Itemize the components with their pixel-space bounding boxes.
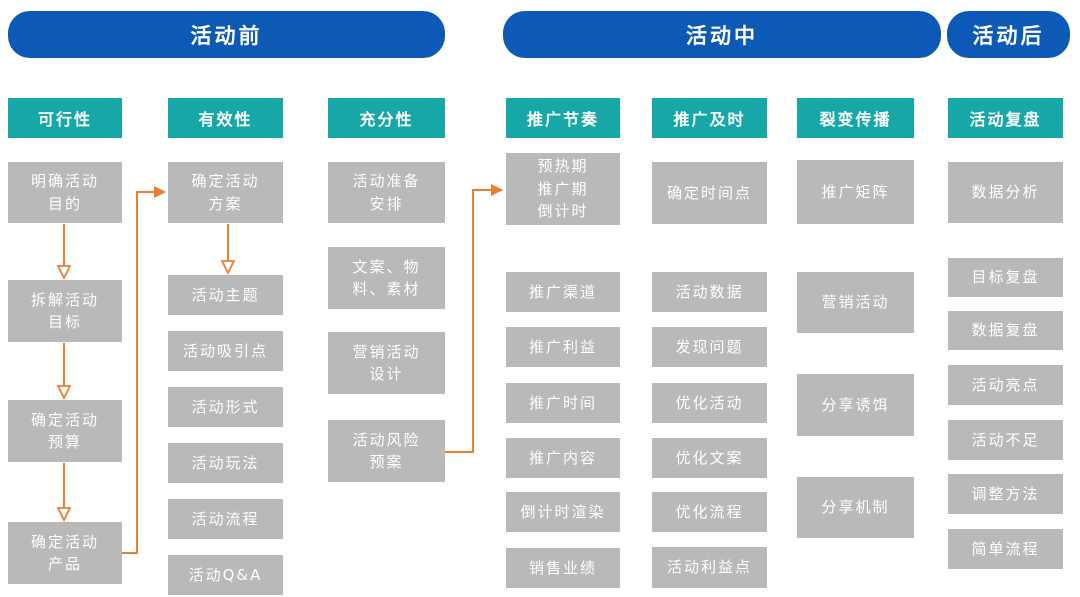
phase-header-during: 活动中 — [503, 11, 941, 58]
node-promotion-phases: 预热期 推广期 倒计时 — [506, 153, 620, 225]
node-data-analysis: 数据分析 — [948, 162, 1063, 223]
node-activity-gameplay: 活动玩法 — [168, 443, 283, 483]
node-set-activity-budget: 确定活动 预算 — [8, 400, 122, 462]
node-promotion-matrix: 推广矩阵 — [797, 160, 914, 224]
node-sales-performance: 销售业绩 — [506, 548, 620, 588]
connector-products-to-plan — [122, 186, 166, 554]
node-clarify-activity-purpose: 明确活动 目的 — [8, 162, 122, 223]
node-simple-process: 简单流程 — [948, 529, 1063, 569]
node-activity-process: 活动流程 — [168, 499, 283, 539]
category-effectiveness: 有效性 — [168, 98, 283, 138]
phase-header-before: 活动前 — [8, 11, 445, 58]
node-adjustment-methods: 调整方法 — [948, 474, 1063, 514]
node-activity-attraction: 活动吸引点 — [168, 331, 283, 371]
node-countdown-rendering: 倒计时渲染 — [506, 492, 620, 532]
node-activity-risk-plan: 活动风险 预案 — [328, 420, 445, 482]
node-copy-materials: 文案、物 料、素材 — [328, 247, 445, 309]
node-find-problems: 发现问题 — [652, 327, 767, 367]
node-share-bait: 分享诱饵 — [797, 374, 914, 436]
node-break-down-activity-goals: 拆解活动 目标 — [8, 280, 122, 342]
node-activity-preparation: 活动准备 安排 — [328, 162, 445, 223]
node-optimize-copy: 优化文案 — [652, 438, 767, 478]
node-promotion-timing: 推广时间 — [506, 383, 620, 423]
category-promotion-rhythm: 推广节奏 — [506, 98, 620, 138]
category-sufficiency: 充分性 — [328, 98, 445, 138]
node-select-activity-products: 确定活动 产品 — [8, 522, 122, 584]
node-optimize-activity: 优化活动 — [652, 383, 767, 423]
node-marketing-activity: 营销活动 — [797, 272, 914, 333]
node-activity-data: 活动数据 — [652, 272, 767, 312]
phase-header-after: 活动后 — [947, 11, 1070, 58]
category-feasibility: 可行性 — [8, 98, 122, 138]
node-activity-qa: 活动Q&A — [168, 555, 283, 595]
node-activity-format: 活动形式 — [168, 387, 283, 427]
node-goal-review: 目标复盘 — [948, 258, 1063, 297]
node-promotion-benefits: 推广利益 — [506, 327, 620, 367]
node-confirm-time-points: 确定时间点 — [652, 162, 767, 224]
node-optimize-process: 优化流程 — [652, 492, 767, 532]
node-activity-benefit-points: 活动利益点 — [652, 547, 767, 588]
node-data-review: 数据复盘 — [948, 311, 1063, 350]
node-promotion-content: 推广内容 — [506, 438, 620, 478]
node-promotion-channels: 推广渠道 — [506, 272, 620, 312]
category-activity-review: 活动复盘 — [948, 98, 1063, 138]
category-viral-spread: 裂变传播 — [797, 98, 914, 138]
node-finalize-activity-plan: 确定活动 方案 — [168, 162, 283, 223]
node-activity-highlights: 活动亮点 — [948, 365, 1063, 405]
node-activity-theme: 活动主题 — [168, 275, 283, 315]
node-marketing-activity-design: 营销活动 设计 — [328, 332, 445, 394]
node-activity-shortcomings: 活动不足 — [948, 420, 1063, 460]
node-share-mechanism: 分享机制 — [797, 477, 914, 538]
connector-risk-to-rhythm — [445, 184, 503, 453]
category-timely-promotion: 推广及时 — [652, 98, 767, 138]
